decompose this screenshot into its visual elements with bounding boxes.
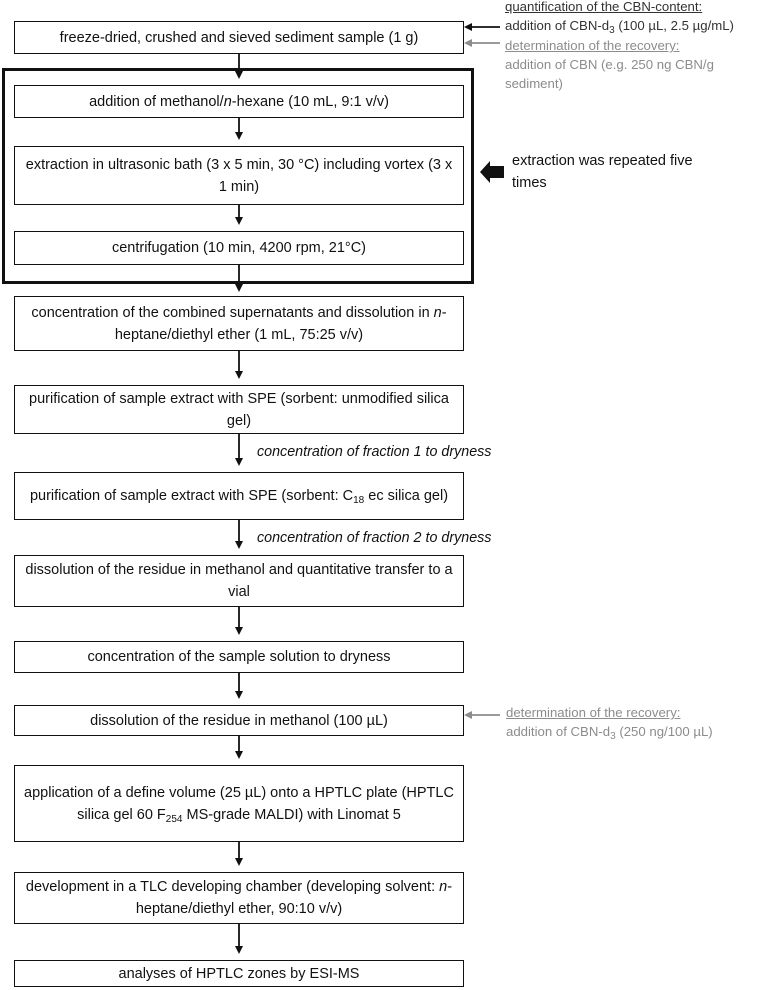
quant-text: addition of CBN-d3 (100 µL, 2.5 µg/mL) bbox=[505, 18, 734, 36]
step-centrifugation: centrifugation (10 min, 4200 rpm, 21°C) bbox=[14, 231, 464, 265]
step-esi-ms: analyses of HPTLC zones by ESI-MS bbox=[14, 960, 464, 987]
annotation-recovery-1: determination of the recovery: addition … bbox=[505, 36, 757, 93]
step-tlc-development: development in a TLC developing chamber … bbox=[14, 872, 464, 924]
annotation-recovery-2: determination of the recovery: addition … bbox=[506, 703, 758, 742]
annotation-fraction-1: concentration of fraction 1 to dryness bbox=[257, 444, 492, 460]
recovery-1-title: determination of the recovery: bbox=[505, 38, 680, 53]
annotation-fraction-2: concentration of fraction 2 to dryness bbox=[257, 530, 492, 546]
step-hptlc-application: application of a define volume (25 µL) o… bbox=[14, 765, 464, 842]
step-methanol-hexane: addition of methanol/n-hexane (10 mL, 9:… bbox=[14, 85, 464, 118]
step-sample: freeze-dried, crushed and sieved sedimen… bbox=[14, 21, 464, 54]
step-concentration-supernatants: concentration of the combined supernatan… bbox=[14, 296, 464, 351]
recovery-1-text: addition of CBN (e.g. 250 ng CBN/g sedim… bbox=[505, 57, 714, 91]
step-spe-c18: purification of sample extract with SPE … bbox=[14, 472, 464, 520]
step-dissolution-transfer: dissolution of the residue in methanol a… bbox=[14, 555, 464, 607]
step-ultrasonic-extraction: extraction in ultrasonic bath (3 x 5 min… bbox=[14, 146, 464, 205]
annotation-quantification: quantification of the CBN-content: addit… bbox=[505, 0, 760, 36]
extraction-group-frame bbox=[2, 68, 474, 284]
step-concentration-dryness: concentration of the sample solution to … bbox=[14, 641, 464, 673]
quant-title: quantification of the CBN-content: bbox=[505, 0, 703, 14]
step-dissolution-methanol: dissolution of the residue in methanol (… bbox=[14, 705, 464, 736]
recovery-2-text: addition of CBN-d3 (250 ng/100 µL) bbox=[506, 724, 713, 742]
step-spe-unmodified: purification of sample extract with SPE … bbox=[14, 385, 464, 434]
arrow-repeat bbox=[480, 161, 504, 183]
recovery-2-title: determination of the recovery: bbox=[506, 705, 681, 720]
annotation-repeat: extraction was repeated five times bbox=[512, 153, 693, 191]
